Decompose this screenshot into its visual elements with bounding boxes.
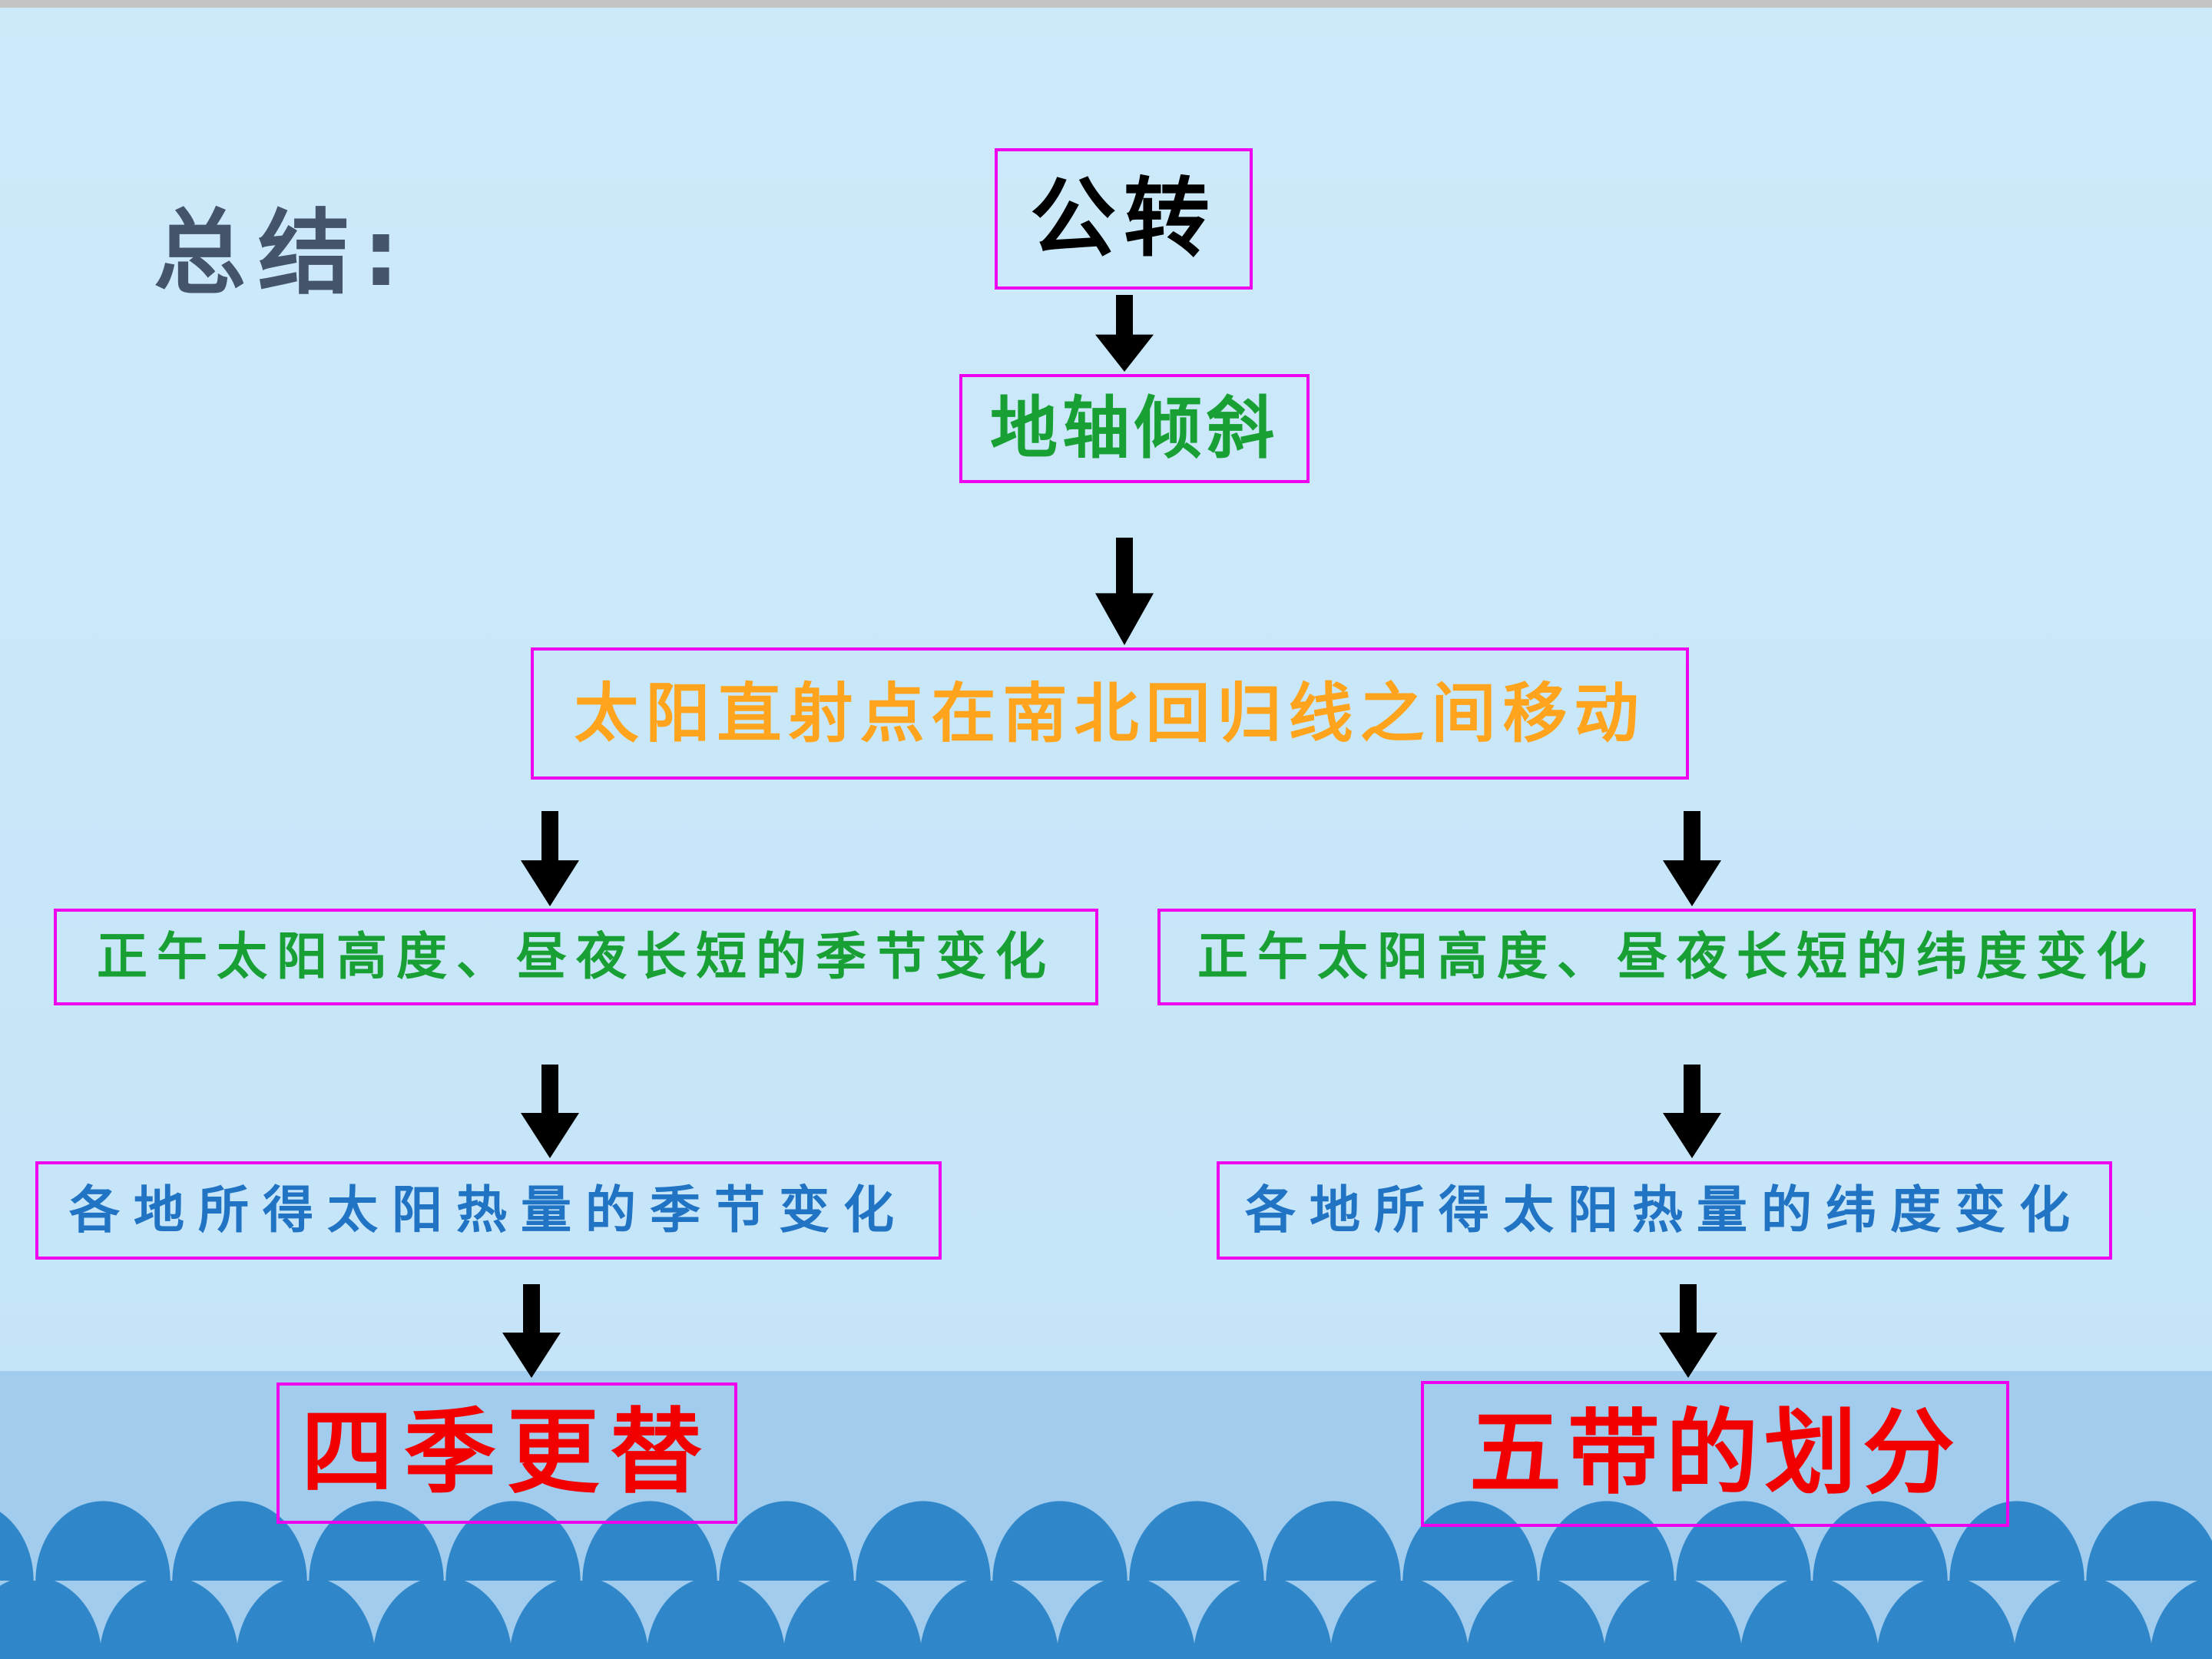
node-axis-tilt-label: 地轴倾斜 [989, 389, 1279, 468]
arrow-direct-point-to-noon-latitude-icon [1663, 811, 1721, 906]
node-five-zones-label: 五带的划分 [1469, 1400, 1961, 1507]
wave-row-back-icon [0, 1501, 2212, 1581]
node-noon-seasonal-change: 正午太阳高度、昼夜长短的季节变化 [54, 909, 1098, 1005]
arrow-heat-seasonal-to-four-seasons-icon [502, 1284, 561, 1378]
wave-row-front-icon [0, 1581, 2212, 1659]
node-axis-tilt: 地轴倾斜 [959, 374, 1310, 483]
node-noon-seasonal-change-label: 正午太阳高度、昼夜长短的季节变化 [97, 927, 1055, 986]
node-direct-point: 太阳直射点在南北回归线之间移动 [531, 647, 1689, 780]
page-title: 总结: [154, 200, 412, 307]
node-heat-latitude-change: 各地所得太阳热量的纬度变化 [1217, 1161, 2112, 1260]
arrow-axis-tilt-to-direct-point-icon [1095, 538, 1154, 645]
node-four-seasons-label: 四季更替 [301, 1399, 713, 1506]
top-strip [0, 0, 2212, 8]
node-five-zones: 五带的划分 [1421, 1381, 2009, 1527]
node-heat-seasonal-change-label: 各地所得太阳热量的季节变化 [69, 1181, 908, 1240]
arrow-noon-seasonal-to-heat-seasonal-icon [521, 1065, 579, 1158]
node-revolution-label: 公转 [1030, 169, 1217, 269]
node-heat-seasonal-change: 各地所得太阳热量的季节变化 [35, 1161, 942, 1260]
node-revolution: 公转 [995, 148, 1253, 290]
arrow-direct-point-to-noon-seasonal-icon [521, 811, 579, 906]
node-four-seasons: 四季更替 [276, 1382, 737, 1524]
arrow-heat-latitude-to-five-zones-icon [1659, 1284, 1717, 1378]
node-direct-point-label: 太阳直射点在南北回归线之间移动 [574, 676, 1646, 751]
arrow-noon-latitude-to-heat-latitude-icon [1663, 1065, 1721, 1158]
node-heat-latitude-change-label: 各地所得太阳热量的纬度变化 [1245, 1181, 2084, 1240]
node-noon-latitude-change-label: 正午太阳高度、昼夜长短的纬度变化 [1197, 927, 2156, 986]
node-noon-latitude-change: 正午太阳高度、昼夜长短的纬度变化 [1157, 909, 2196, 1005]
arrow-revolution-to-axis-tilt-icon [1095, 295, 1154, 372]
